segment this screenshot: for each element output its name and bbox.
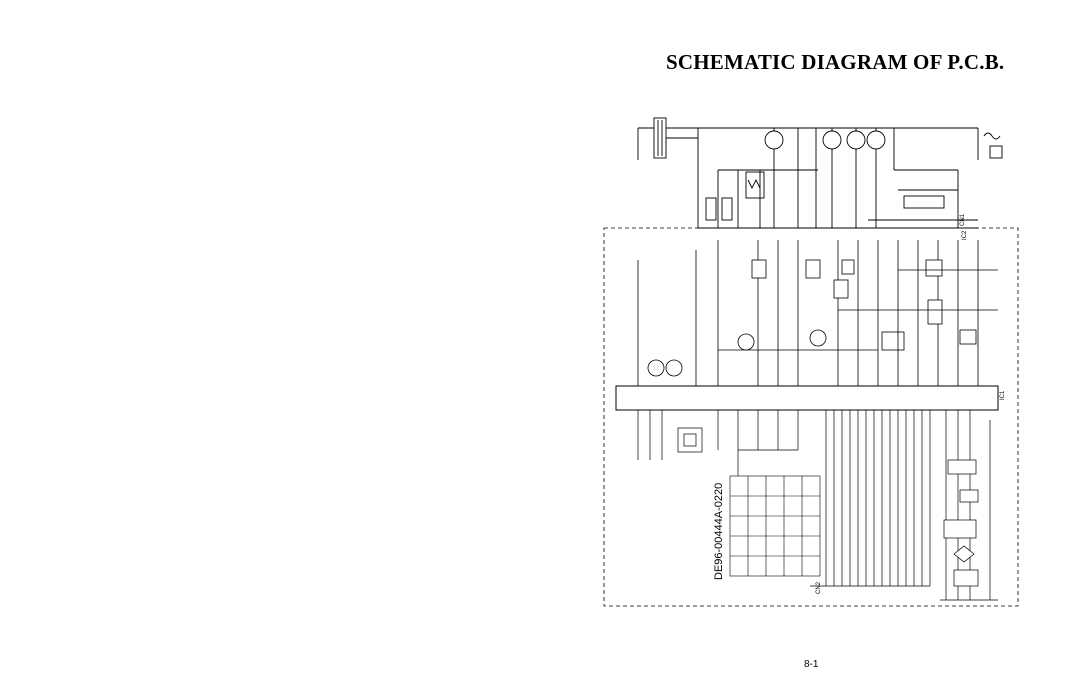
label-ic1: IC1	[1000, 390, 1006, 400]
label-cn1: CN1	[960, 213, 966, 226]
page-title: SCHEMATIC DIAGRAM OF P.C.B.	[666, 50, 1005, 74]
key-matrix	[729, 475, 821, 577]
board-code-label: DE96-00444A-0220	[713, 483, 725, 580]
microcontroller-ic1	[615, 385, 999, 411]
lower-circuit	[637, 410, 998, 601]
driver-circuit	[637, 240, 998, 386]
top-power-section	[637, 117, 1003, 228]
page-number: 8-1	[804, 659, 819, 670]
label-ic2: IC2	[962, 230, 968, 240]
label-cn2: CN2	[816, 581, 822, 594]
connector-cn1	[698, 219, 978, 229]
schematic-diagram: DE96-00444A-0220 CN1 CN2 IC1 IC2	[598, 110, 1022, 615]
